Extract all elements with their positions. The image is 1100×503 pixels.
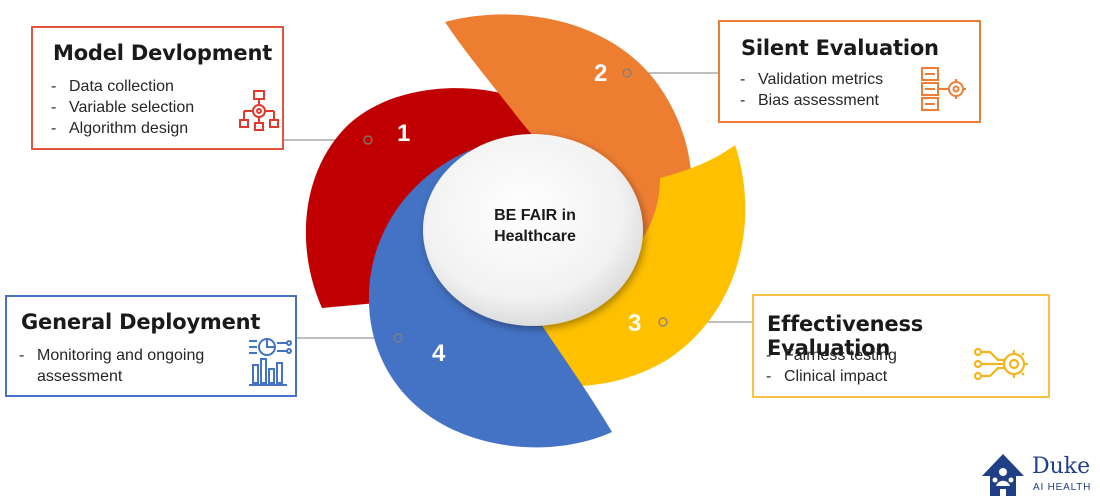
segment-number-1: 1 [397,120,411,147]
duke-ai-health-logo: Duke AI HEALTH [980,452,1095,498]
list-item: Monitoring and ongoing assessment [19,345,247,387]
circuit-gear-icon [974,347,1028,381]
stage-box-model-development: Model Devlopment Data collection Variabl… [31,26,284,150]
stage-item-list: Validation metrics Bias assessment [740,69,883,111]
stage-item-list: Fairness testing Clinical impact [766,345,897,387]
stage-item-list: Monitoring and ongoing assessment [19,345,247,387]
logo-subtitle: AI HEALTH [1033,482,1092,493]
connector-dot-3 [658,317,668,327]
list-item: Bias assessment [740,90,883,111]
center-title-line2: Healthcare [494,228,576,245]
stage-box-silent-evaluation: Silent Evaluation Validation metrics Bia… [718,20,981,123]
list-item: Variable selection [51,97,194,118]
list-item: Fairness testing [766,345,897,366]
segment-number-2: 2 [594,60,608,87]
list-item: Validation metrics [740,69,883,90]
connector-dot-1 [363,135,373,145]
analytics-dashboard-icon [249,338,292,386]
list-item: Data collection [51,76,194,97]
center-title: BE FAIR in Healthcare [470,205,600,247]
stage-title: Silent Evaluation [741,36,939,60]
stage-box-general-deployment: General Deployment Monitoring and ongoin… [5,295,297,397]
stage-title: Model Devlopment [53,41,273,65]
connector-dot-2 [622,68,632,78]
segment-number-3: 3 [628,310,642,337]
documents-gear-icon [921,67,966,111]
segment-number-4: 4 [432,340,446,367]
duke-health-house-icon [982,454,1024,496]
list-item: Algorithm design [51,118,194,139]
stage-item-list: Data collection Variable selection Algor… [51,76,194,139]
stage-title: General Deployment [21,310,261,334]
stage-box-effectiveness-evaluation: Effectiveness Evaluation Fairness testin… [752,294,1050,398]
flowchart-gear-icon [239,90,279,131]
center-disc [423,134,643,326]
logo-name: Duke [1032,454,1091,479]
center-title-line1: BE FAIR in [494,207,576,224]
connector-dot-4 [393,333,403,343]
list-item: Clinical impact [766,366,897,387]
